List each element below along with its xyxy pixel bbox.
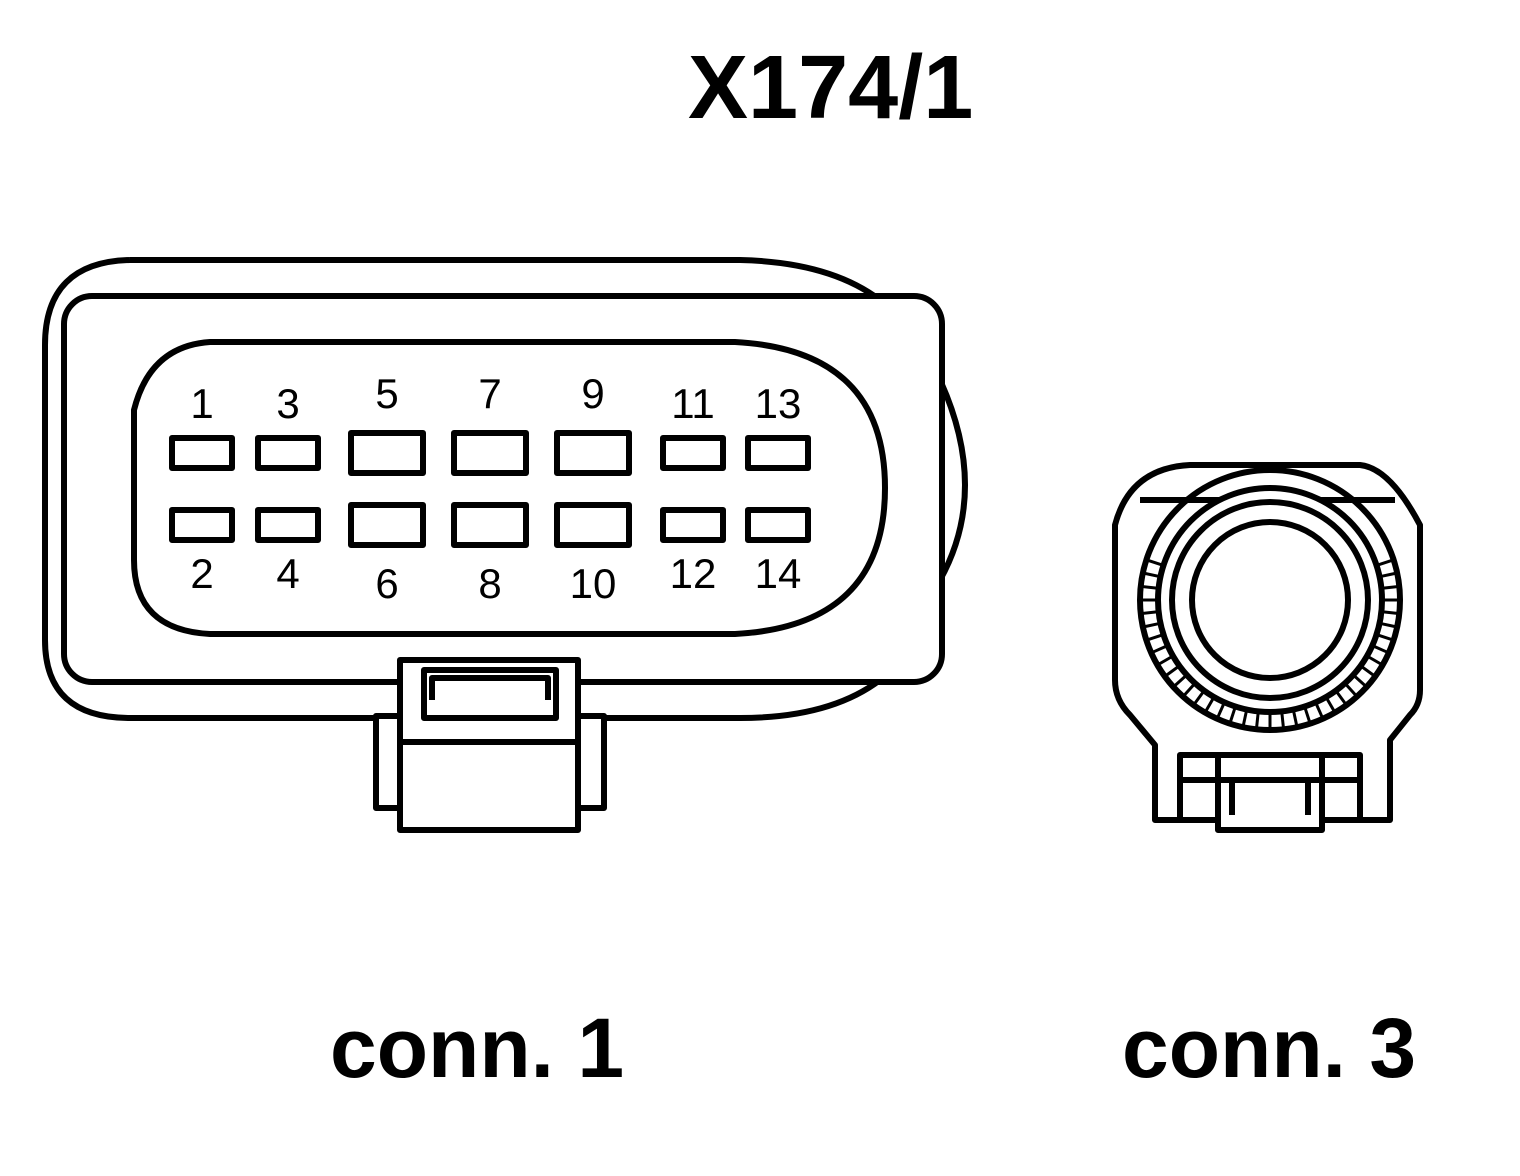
connector-3-socket: [1189, 519, 1351, 681]
pin-8-label: 8: [478, 560, 501, 607]
pin-13-label: 13: [755, 380, 802, 427]
pin-4-cavity: [255, 507, 321, 543]
pin-6-label: 6: [375, 560, 398, 607]
pin-7-label: 7: [478, 370, 501, 417]
connector-3-latch: [1215, 777, 1325, 833]
connector-1-housing: [61, 293, 945, 685]
pin-2-cavity: [169, 507, 235, 543]
pin-12-cavity: [660, 507, 726, 543]
pin-1-label: 1: [190, 380, 213, 427]
connector-3-ring: [1137, 467, 1403, 733]
pin-6-cavity: [348, 502, 426, 548]
pin-12-label: 12: [670, 550, 717, 597]
pin-1-cavity: [169, 435, 235, 471]
connector-3-caption: conn. 3: [1122, 1001, 1416, 1095]
pin-11-cavity: [660, 435, 726, 471]
diagram-title: X174/1: [688, 38, 973, 138]
pin-7-cavity: [451, 430, 529, 476]
pin-8-cavity: [451, 502, 529, 548]
pin-2-label: 2: [190, 550, 213, 597]
pin-9-cavity: [554, 430, 632, 476]
connector-3: [1112, 462, 1423, 833]
pin-9-label: 9: [581, 370, 604, 417]
pin-3-label: 3: [276, 380, 299, 427]
pin-13-cavity: [745, 435, 811, 471]
pin-14-label: 14: [755, 550, 802, 597]
connector-1-caption: conn. 1: [330, 1001, 624, 1095]
pin-10-label: 10: [570, 560, 617, 607]
pin-4-label: 4: [276, 550, 299, 597]
pin-3-cavity: [255, 435, 321, 471]
pin-5-label: 5: [375, 370, 398, 417]
connector-1-pin-face: [131, 339, 888, 637]
pin-10-cavity: [554, 502, 632, 548]
pin-14-cavity: [745, 507, 811, 543]
pin-11-label: 11: [671, 380, 715, 427]
connector-3-ribs: [1142, 559, 1398, 728]
pin-5-cavity: [348, 430, 426, 476]
